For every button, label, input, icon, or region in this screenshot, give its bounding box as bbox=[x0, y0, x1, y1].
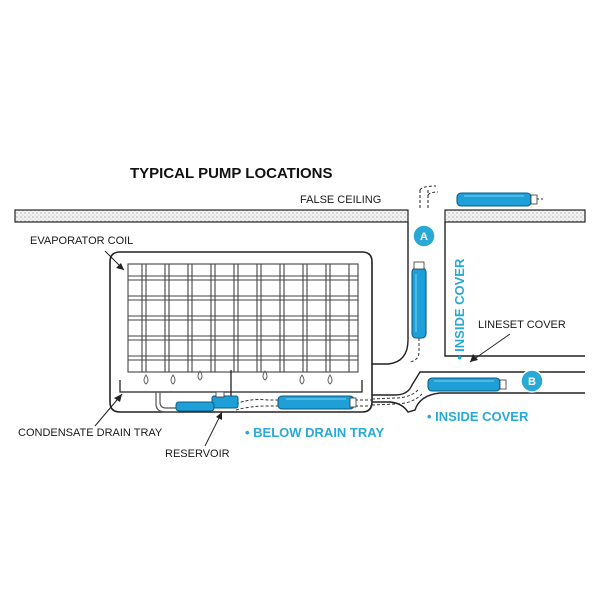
location-b-letter: B bbox=[528, 376, 536, 388]
condensate-droplets bbox=[143, 370, 333, 385]
location-a-label: • INSIDE COVER bbox=[452, 258, 467, 360]
condensate-drain-tray-label: CONDENSATE DRAIN TRAY bbox=[18, 427, 163, 439]
pump-below-drain-tray-left bbox=[175, 401, 215, 412]
condensate-drain-tray bbox=[119, 370, 363, 396]
pump-above-ceiling bbox=[456, 192, 545, 207]
false-ceiling-label: FALSE CEILING bbox=[300, 194, 381, 206]
below-drain-tray-label: • BELOW DRAIN TRAY bbox=[245, 425, 384, 440]
reservoir-arrow bbox=[216, 412, 222, 420]
reservoir-label: RESERVOIR bbox=[165, 448, 230, 460]
pump-inside-lineset-cover bbox=[427, 377, 507, 392]
evaporator-coil-label: EVAPORATOR COIL bbox=[30, 235, 133, 247]
lineset-cover-arrow bbox=[470, 354, 478, 362]
lineset-cover bbox=[372, 371, 585, 413]
dashed-tubing bbox=[235, 389, 423, 411]
drain-pipe bbox=[155, 392, 178, 413]
vertical-cover bbox=[372, 185, 585, 365]
location-b-badge: B bbox=[520, 369, 544, 393]
lineset-cover-label: LINESET COVER bbox=[478, 319, 566, 331]
lineset-cover-leader bbox=[469, 333, 511, 363]
location-a-letter: A bbox=[420, 231, 428, 243]
evaporator-coil-arrow bbox=[116, 263, 124, 270]
evaporator-coil bbox=[127, 263, 359, 373]
location-a-badge: A bbox=[412, 224, 436, 248]
drain-tray-arrow bbox=[114, 394, 122, 402]
pump-inside-cover-vertical bbox=[409, 261, 427, 363]
location-b-label: • INSIDE COVER bbox=[427, 409, 529, 424]
false-ceiling bbox=[14, 209, 586, 223]
pump-below-drain-tray bbox=[277, 395, 357, 410]
diagram-title: TYPICAL PUMP LOCATIONS bbox=[130, 165, 333, 182]
